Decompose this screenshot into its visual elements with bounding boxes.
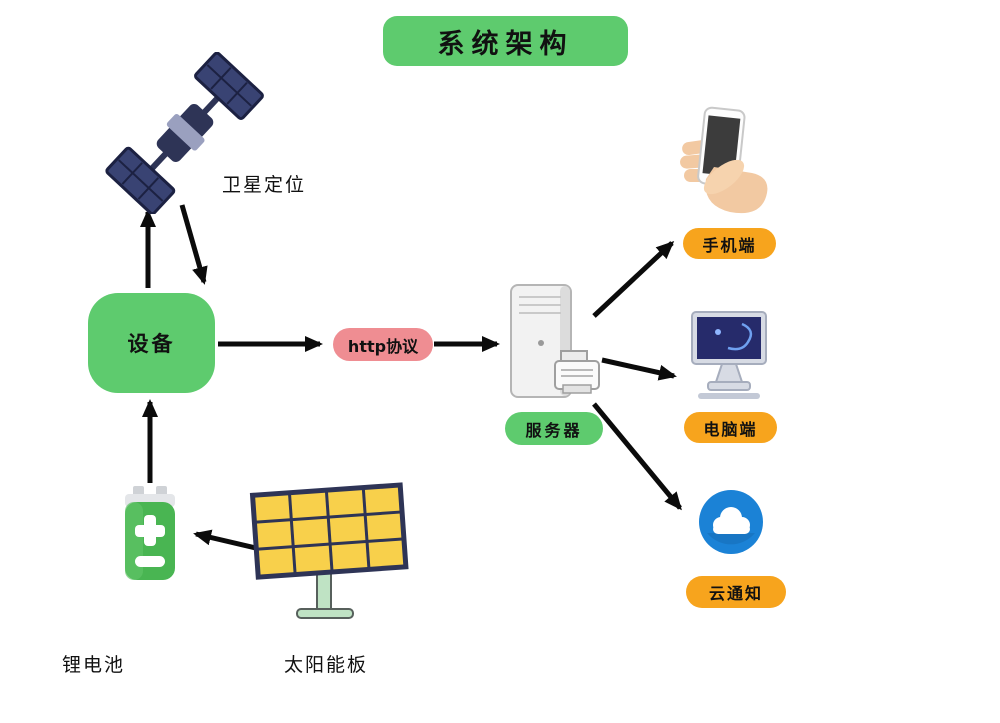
server-icon: [510, 284, 600, 398]
server-label: 服务器: [525, 420, 583, 440]
satellite-panel-bottom: [105, 146, 176, 214]
satellite-panel-top: [194, 52, 264, 120]
satellite-label: 卫星定位: [222, 174, 307, 196]
satellite-icon: [105, 52, 264, 214]
cloud-notify-label: 云通知: [708, 584, 763, 603]
diagram-title: 系统架构: [383, 16, 628, 66]
arrow-server-to-cloud: [592, 402, 682, 511]
computer-icon: [691, 311, 767, 399]
printer-part: [554, 350, 600, 394]
solar-panel-grid: [249, 482, 409, 580]
phone-in-hand-icon: [680, 106, 768, 214]
battery-plus: [135, 515, 165, 546]
device-node: 设备: [88, 293, 215, 393]
server-node: 服务器: [505, 412, 603, 445]
http-protocol-node: http协议: [333, 328, 433, 361]
mobile-label: 手机端: [702, 235, 757, 255]
pc-label: 电脑端: [703, 419, 758, 439]
device-label: 设备: [127, 332, 176, 356]
arrow-satellite-to-device: [179, 204, 208, 285]
cloud-shape: [713, 507, 750, 534]
cloud-notify-node: 云通知: [686, 576, 786, 608]
battery-label: 锂电池: [62, 654, 126, 676]
battery-minus: [135, 556, 165, 567]
arrow-server-to-mobile: [592, 240, 675, 318]
http-protocol-label: http协议: [347, 336, 419, 356]
cloud-icon: [699, 490, 763, 554]
arrow-solar-to-battery: [193, 529, 257, 551]
diagram-title-text: 系统架构: [437, 28, 574, 60]
arrow-server-to-pc: [601, 357, 677, 381]
solar-panel-icon: [249, 482, 409, 619]
mobile-node: 手机端: [683, 228, 776, 259]
battery-icon: [125, 486, 175, 580]
solar-panel-label: 太阳能板: [284, 654, 369, 676]
pc-node: 电脑端: [684, 412, 777, 443]
hand-thumb: [703, 159, 745, 195]
